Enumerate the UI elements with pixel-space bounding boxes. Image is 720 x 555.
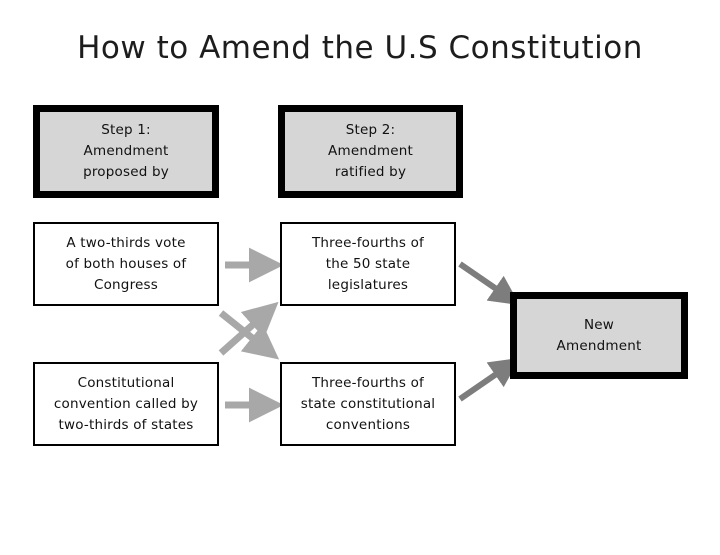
- node-congress: A two-thirds vote of both houses of Cong…: [33, 222, 219, 306]
- step-1-line-2: Amendment: [83, 143, 169, 159]
- node-state-legislatures: Three-fourths of the 50 state legislatur…: [280, 222, 456, 306]
- node-congress-line-3: Congress: [93, 276, 159, 293]
- step-1-header-box: Step 1: Amendment proposed by: [33, 105, 219, 198]
- step-2-line-1: Step 2:: [345, 122, 396, 138]
- node-constitutional-convention-line-1: Constitutional: [77, 374, 175, 391]
- node-constitutional-convention-line-3: two-thirds of states: [58, 416, 194, 433]
- page-title: How to Amend the U.S Constitution: [77, 30, 643, 66]
- node-state-conventions-line-3: conventions: [325, 416, 411, 433]
- node-congress-line-1: A two-thirds vote: [66, 234, 186, 251]
- step-2-line-2: Amendment: [328, 143, 413, 159]
- node-state-legislatures-line-1: Three-fourths of: [311, 234, 425, 251]
- node-state-conventions-line-2: state constitutional: [300, 395, 436, 412]
- arrow-legislatures-to-new-amendment: [458, 261, 520, 306]
- step-1-line-1: Step 1:: [101, 122, 151, 138]
- node-constitutional-convention-line-2: convention called by: [53, 395, 199, 412]
- arrow-convention-call-to-legislatures: [218, 301, 279, 356]
- node-new-amendment: New Amendment: [510, 292, 688, 379]
- node-state-conventions: Three-fourths of state constitutional co…: [280, 362, 456, 446]
- step-2-line-3: ratified by: [334, 164, 407, 180]
- node-new-amendment-line-2: Amendment: [556, 337, 642, 354]
- node-constitutional-convention: Constitutional convention called by two-…: [33, 362, 219, 446]
- node-new-amendment-line-1: New: [583, 316, 615, 333]
- node-state-conventions-line-1: Three-fourths of: [311, 374, 425, 391]
- node-congress-line-2: of both houses of: [65, 255, 187, 272]
- step-2-header-box: Step 2: Amendment ratified by: [278, 105, 463, 198]
- step-1-line-3: proposed by: [83, 164, 169, 180]
- arrow-congress-to-state-conventions: [218, 310, 280, 360]
- arrow-state-conventions-to-new-amendment: [458, 357, 520, 402]
- node-state-legislatures-line-2: the 50 state: [325, 255, 411, 272]
- node-state-legislatures-line-3: legislatures: [327, 276, 409, 293]
